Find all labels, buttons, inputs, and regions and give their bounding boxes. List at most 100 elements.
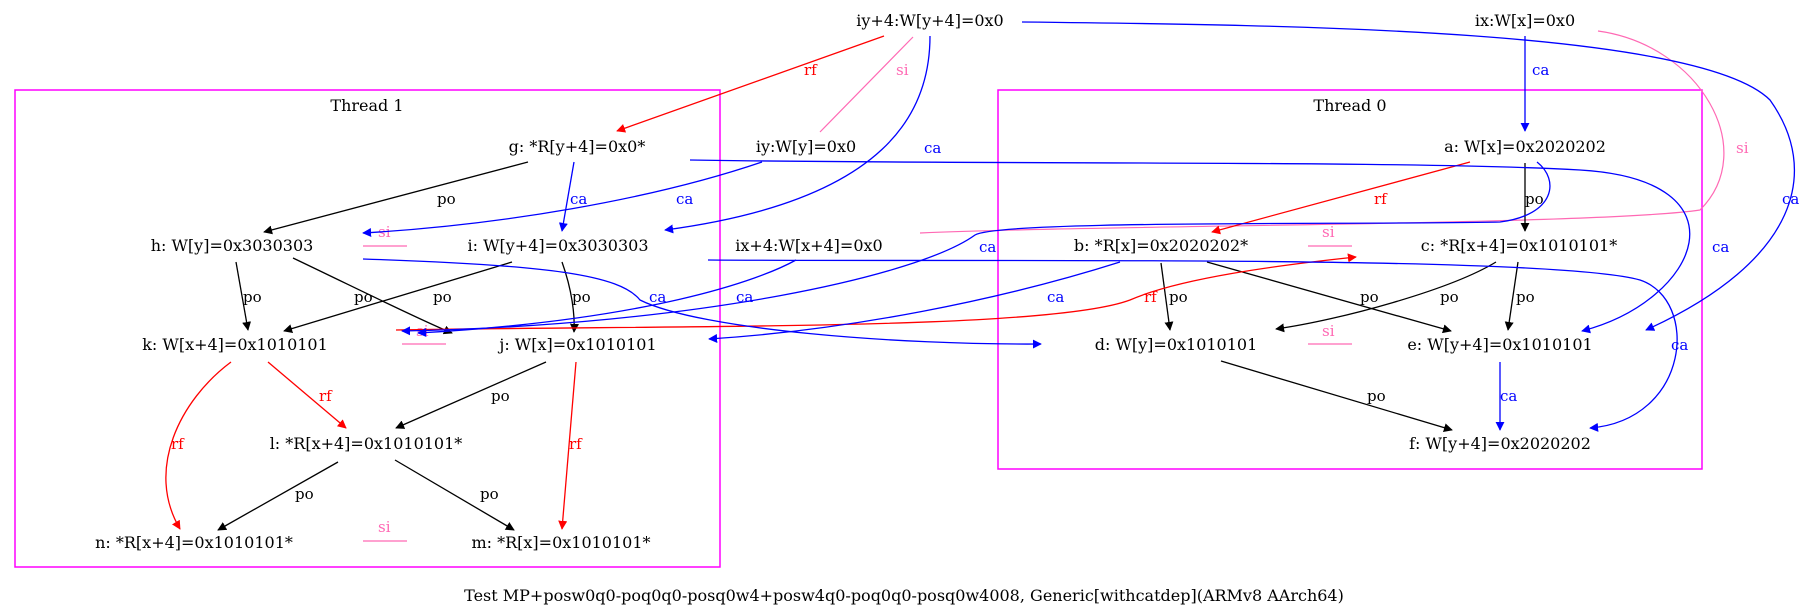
rf-label-j-m: rf — [569, 435, 583, 453]
thread1-cluster-label: Thread 1 — [330, 96, 403, 115]
rf-label-a-b: rf — [1374, 190, 1388, 208]
si-edges — [819, 30, 1725, 234]
ca-label-iy4-e: ca — [1782, 190, 1799, 208]
ca-label-ix4-f: ca — [1671, 336, 1688, 354]
node-i: i: W[y+4]=0x3030303 — [467, 236, 648, 255]
si-label-iy: si — [896, 61, 909, 79]
po-label-d-f: po — [1367, 387, 1386, 405]
ca-label-h-d: ca — [649, 288, 666, 306]
si-edge-ix-b — [919, 30, 1725, 234]
rf-edge-a-b — [1211, 161, 1471, 235]
node-l: l: *R[x+4]=0x1010101* — [270, 434, 463, 453]
po-label-a-c: po — [1525, 190, 1544, 208]
po-edge-l-m — [394, 459, 515, 531]
thread1-cluster — [14, 89, 721, 568]
node-e: e: W[y+4]=0x1010101 — [1407, 335, 1592, 354]
po-label-h-j: po — [354, 288, 373, 306]
po-edge-c-d — [1275, 261, 1497, 333]
ca-label-ix-a: ca — [1532, 61, 1549, 79]
node-d: d: W[y]=0x1010101 — [1095, 335, 1258, 354]
node-b: b: *R[x]=0x2020202* — [1074, 236, 1248, 255]
po-edge-i-j — [561, 261, 579, 333]
po-label-l-m: po — [480, 485, 499, 503]
rf-edge-k-l — [267, 361, 347, 429]
ca-edge-iy-h — [362, 161, 763, 238]
po-label-c-e: po — [1516, 288, 1535, 306]
po-edge-l-n — [217, 461, 339, 531]
po-edge-g-h — [263, 161, 529, 235]
node-ix4: ix+4:W[x+4]=0x0 — [735, 236, 882, 255]
ca-label-ix4-k: ca — [736, 288, 753, 306]
po-edge-h-j — [292, 257, 453, 335]
po-edge-b-d — [1160, 262, 1174, 331]
po-label-g-h: po — [437, 190, 456, 208]
node-h: h: W[y]=0x3030303 — [151, 236, 314, 255]
ca-edge-h-d — [362, 258, 1042, 349]
node-f: f: W[y+4]=0x2020202 — [1409, 434, 1591, 453]
thread0-cluster — [997, 89, 1703, 470]
po-edge-i-k — [283, 261, 513, 333]
rf-label-k-n: rf — [171, 435, 185, 453]
ca-edge-g-i — [558, 161, 575, 232]
po-edge-h-k — [235, 261, 252, 331]
si-self-marks — [363, 245, 1352, 542]
ca-edge-a-k — [401, 161, 1551, 336]
rf-edge-k-n — [165, 361, 232, 530]
node-j: j: W[x]=0x1010101 — [497, 335, 656, 354]
po-edge-b-e — [1206, 261, 1452, 334]
rf-labels: rf rf rf rf rf rf — [171, 61, 1388, 453]
node-k: k: W[x+4]=0x1010101 — [142, 335, 328, 354]
po-edge-d-f — [1220, 360, 1453, 432]
ca-labels: ca ca ca ca ca ca ca ca ca ca ca ca — [570, 61, 1799, 405]
ca-label-g-e: ca — [1712, 238, 1729, 256]
rf-edges — [165, 35, 1471, 530]
node-g: g: *R[y+4]=0x0* — [509, 137, 646, 156]
node-iy: iy:W[y]=0x0 — [756, 137, 856, 156]
si-label-ix: si — [1736, 139, 1749, 157]
po-edge-c-e — [1504, 261, 1519, 331]
po-label-b-d: po — [1169, 288, 1188, 306]
po-label-c-d: po — [1440, 288, 1459, 306]
si-self-de: si — [1322, 322, 1335, 340]
po-edges — [217, 161, 1530, 531]
rf-label-k-c: rf — [1144, 288, 1158, 306]
ca-edge-ix4-f — [707, 259, 1678, 432]
node-c: c: *R[x+4]=0x1010101* — [1421, 236, 1617, 255]
po-label-h-k: po — [243, 288, 262, 306]
ca-edge-iy4-e — [1021, 21, 1796, 331]
rf-label-iy4-g: rf — [804, 61, 818, 79]
rf-edge-k-c — [395, 253, 1357, 331]
po-labels: po po po po po po po po po po po po po p… — [243, 190, 1544, 503]
node-ix: ix:W[x]=0x0 — [1475, 11, 1575, 30]
node-m: m: *R[x]=0x1010101* — [471, 533, 650, 552]
po-label-i-j: po — [572, 288, 591, 306]
ca-label-b-j: ca — [1047, 288, 1064, 306]
ca-label-g-i: ca — [570, 190, 587, 208]
ca-label-a-k: ca — [979, 238, 996, 256]
po-label-i-k: po — [433, 288, 452, 306]
rf-edge-iy4-g — [616, 35, 885, 133]
rf-label-k-l: rf — [319, 387, 333, 405]
ca-label-iy-h: ca — [676, 190, 693, 208]
po-label-j-l: po — [491, 387, 510, 405]
si-edge-iy-g — [819, 36, 914, 133]
po-edge-j-l — [395, 361, 547, 429]
node-iy4: iy+4:W[y+4]=0x0 — [856, 11, 1003, 30]
thread0-cluster-label: Thread 0 — [1313, 96, 1386, 115]
si-self-lmn: si — [378, 518, 391, 536]
ca-label-iy4-i: ca — [924, 139, 941, 157]
graph-caption: Test MP+posw0q0-poq0q0-posq0w4+posw4q0-p… — [464, 586, 1344, 605]
ca-edge-b-j — [708, 261, 1121, 343]
ca-edge-iy4-i — [664, 35, 931, 234]
ca-label-e-f: ca — [1500, 387, 1517, 405]
ca-edges — [362, 21, 1796, 432]
po-label-l-n: po — [295, 485, 314, 503]
graph-nodes: iy+4:W[y+4]=0x0 ix:W[x]=0x0 a: W[x]=0x20… — [95, 11, 1617, 552]
po-label-b-e: po — [1360, 288, 1379, 306]
ca-edge-ix4-k — [417, 259, 797, 338]
node-a: a: W[x]=0x2020202 — [1444, 137, 1606, 156]
node-n: n: *R[x+4]=0x1010101* — [95, 533, 293, 552]
ca-edge-g-e — [689, 159, 1691, 334]
si-self-bc: si — [1322, 223, 1335, 241]
